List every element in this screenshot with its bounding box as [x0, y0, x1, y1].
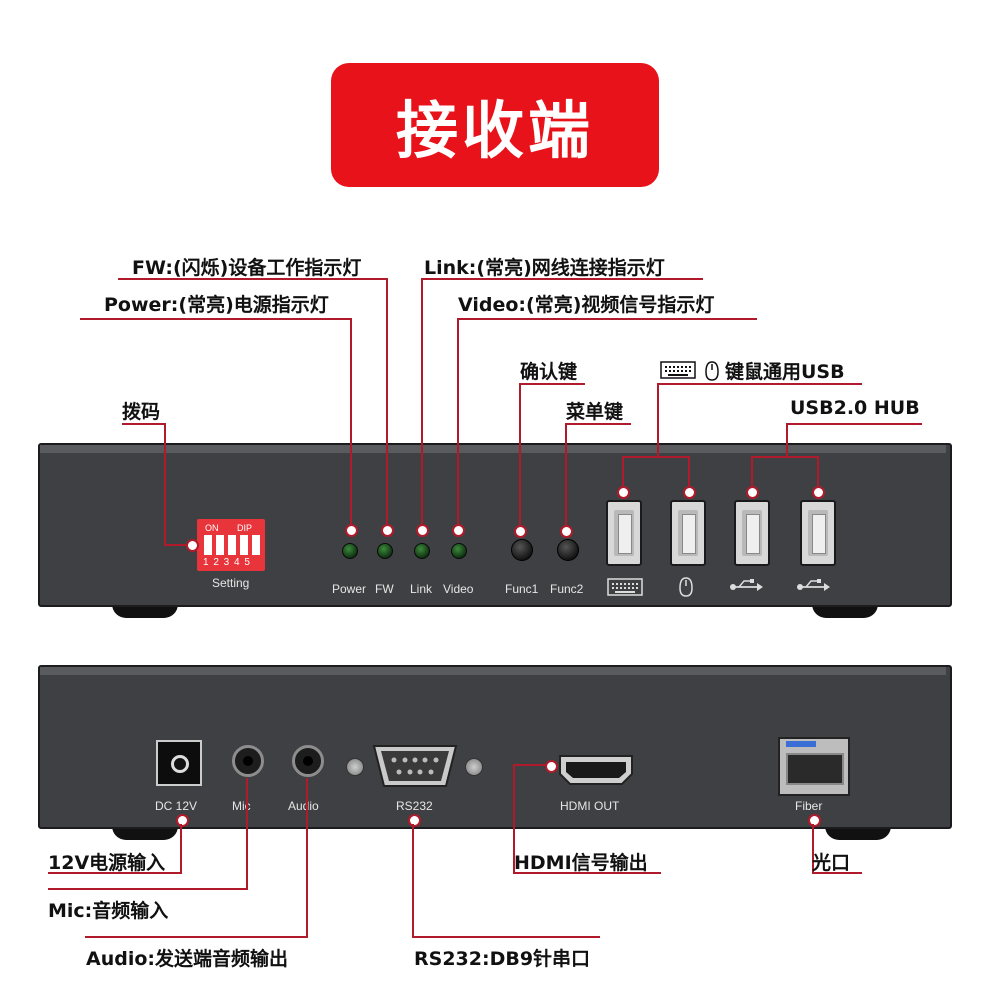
mic-jack[interactable] — [232, 745, 264, 777]
screw — [465, 758, 483, 776]
dip-toggle[interactable] — [204, 535, 212, 555]
usb-icon — [797, 579, 830, 591]
rs232-port[interactable] — [372, 744, 458, 788]
dc-power-jack[interactable] — [156, 740, 202, 786]
fiber-sfp-port[interactable] — [778, 737, 850, 796]
audio-label: Audio — [288, 799, 319, 813]
front-panel — [38, 443, 952, 607]
keyboard-icon — [607, 578, 643, 596]
rs232-callout: RS232:DB9针串口 — [414, 948, 591, 970]
func2-label: Func2 — [550, 582, 584, 596]
audio-callout: Audio:发送端音频输出 — [86, 948, 288, 970]
hdmi-port[interactable] — [558, 754, 634, 786]
dip-switch[interactable]: ON DIP 1 2 3 4 5 — [197, 519, 265, 571]
fw-label: FW — [375, 582, 394, 596]
func2-button[interactable] — [557, 539, 579, 561]
video-callout: Video:(常亮)视频信号指示灯 — [458, 294, 715, 316]
dip-on-label: ON — [205, 523, 219, 533]
usb-port-mouse[interactable] — [670, 500, 706, 566]
link-callout: Link:(常亮)网线连接指示灯 — [424, 257, 665, 279]
fiber-callout: 光口 — [812, 852, 851, 874]
dip-toggle[interactable] — [240, 535, 248, 555]
mic-callout: Mic:音频输入 — [48, 900, 169, 922]
power-label: Power — [332, 582, 367, 596]
usb-port-hub[interactable] — [734, 500, 770, 566]
hdmi-label: HDMI OUT — [560, 799, 620, 813]
dip-dip-label: DIP — [237, 523, 253, 533]
func1-button[interactable] — [511, 539, 533, 561]
link-label: Link — [410, 582, 433, 596]
dip-toggle[interactable] — [252, 535, 260, 555]
keyboard-icon — [660, 361, 696, 379]
usb-port-hub[interactable] — [800, 500, 836, 566]
power-led — [342, 543, 358, 559]
link-led — [414, 543, 430, 559]
kbm-callout: 键鼠通用USB — [725, 361, 845, 383]
title-badge: 接收端 — [331, 63, 659, 187]
dip-callout: 拨码 — [122, 401, 161, 423]
page-title: 接收端 — [395, 94, 594, 167]
rs232-label: RS232 — [396, 799, 433, 813]
mouse-icon — [679, 577, 693, 597]
dip-numbers: 1 2 3 4 5 — [203, 557, 251, 568]
mouse-icon — [705, 361, 719, 381]
usb-icon — [730, 579, 763, 591]
dc-label: DC 12V — [155, 799, 198, 813]
setting-label: Setting — [212, 576, 250, 590]
power-callout: Power:(常亮)电源指示灯 — [104, 294, 329, 316]
menu-callout: 菜单键 — [566, 401, 624, 423]
hdmi-callout: HDMI信号输出 — [514, 852, 648, 874]
dip-toggle[interactable] — [216, 535, 224, 555]
fiber-label: Fiber — [795, 799, 823, 813]
confirm-callout: 确认键 — [520, 361, 578, 383]
fw-callout: FW:(闪烁)设备工作指示灯 — [132, 257, 362, 279]
usb-port-keyboard[interactable] — [606, 500, 642, 566]
video-led — [451, 543, 467, 559]
dip-toggle[interactable] — [228, 535, 236, 555]
audio-jack[interactable] — [292, 745, 324, 777]
hub-callout: USB2.0 HUB — [790, 397, 920, 419]
screw — [346, 758, 364, 776]
dc-callout: 12V电源输入 — [48, 852, 166, 874]
fw-led — [377, 543, 393, 559]
func1-label: Func1 — [505, 582, 539, 596]
video-label: Video — [443, 582, 474, 596]
